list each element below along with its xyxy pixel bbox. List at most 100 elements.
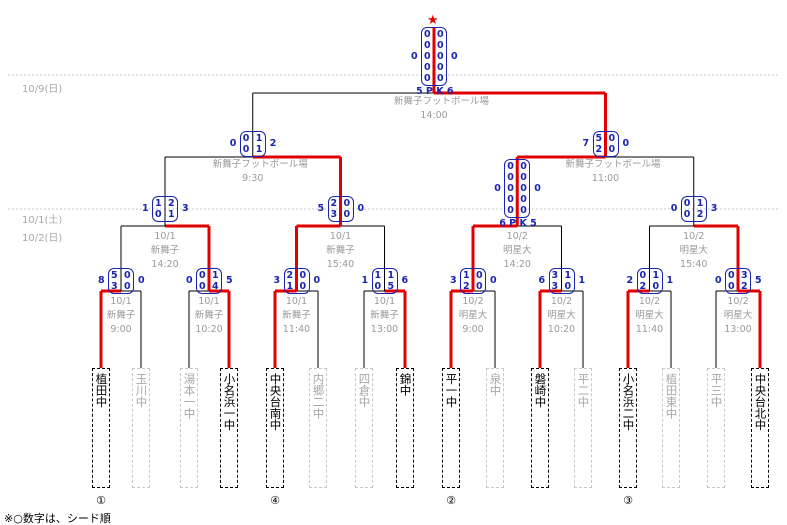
team-name: 平二中: [576, 373, 591, 408]
match-time: 14:20: [503, 259, 531, 270]
match-info: 10/1 新舞子 14:20: [125, 230, 205, 272]
period-score-left: 0: [424, 51, 431, 62]
period-score-left: 0: [507, 205, 514, 216]
match-date: 10/2: [638, 296, 661, 307]
team-name: 四倉中: [357, 373, 372, 408]
period-score-left: 0: [199, 281, 206, 292]
match-date: 10/1: [154, 231, 176, 242]
period-score-right: 1: [212, 270, 219, 281]
period-score-right: 0: [608, 144, 616, 155]
score-bracket: [592, 131, 619, 157]
match-time: 13:00: [370, 324, 399, 335]
total-score-left: 1: [361, 275, 369, 286]
match-venue: 明星大: [723, 310, 753, 321]
total-score-left: 0: [411, 50, 418, 62]
team-name: 植田中: [94, 373, 109, 408]
score-bracket: [460, 268, 486, 294]
team-name: 内郷二中: [311, 373, 326, 419]
period-score-left: 1: [374, 270, 382, 281]
team-box: 中央台北中: [751, 368, 769, 488]
team-box: 平二中: [574, 368, 592, 488]
period-score-right: 0: [124, 270, 131, 281]
match-date: 10/2: [462, 296, 484, 307]
period-score-right: 0: [343, 198, 351, 209]
match-date: 10/1: [285, 296, 308, 307]
period-score-left: 0: [424, 73, 431, 84]
team-box: 湯本一中: [180, 368, 198, 488]
team-name: 平一中: [444, 373, 459, 408]
total-score-left: 0: [670, 203, 678, 214]
match-info: 10/2 明星大 11:40: [610, 295, 690, 337]
period-score-left: 2: [639, 281, 647, 292]
period-score-right: 0: [343, 209, 351, 220]
team-box: 錦中: [396, 368, 414, 488]
total-score-left: 0: [186, 275, 193, 286]
total-score-left: 2: [626, 275, 634, 286]
match-venue: 新舞子: [150, 245, 180, 256]
period-score-left: 2: [463, 281, 470, 292]
period-score-left: 3: [551, 270, 559, 281]
team-name: 玉川中: [134, 373, 149, 408]
pk-score: 6 P K 5: [499, 218, 537, 229]
seed-mark: ②: [446, 494, 456, 507]
match-time: 11:40: [635, 324, 664, 335]
period-score-right: 0: [437, 29, 444, 40]
total-score-right: 0: [451, 50, 458, 62]
period-score-right: 5: [387, 281, 395, 292]
period-score-left: 0: [507, 172, 514, 183]
team-name: 錦中: [398, 373, 413, 396]
seed-mark: ③: [623, 494, 633, 507]
match-date: 10/1: [110, 296, 132, 307]
period-score-right: 0: [652, 281, 660, 292]
period-score-left: 5: [111, 270, 118, 281]
match-time: 11:00: [591, 173, 620, 184]
match-time: 15:40: [326, 259, 355, 270]
match-venue: 新舞子: [194, 310, 224, 321]
score-bracket: [108, 268, 134, 294]
score-bracket: [239, 131, 266, 157]
final-pk-score: 5 P K 6: [416, 86, 454, 97]
score-bracket: [196, 268, 222, 294]
match-venue: 明星大: [502, 245, 532, 256]
team-box: 植田東中: [662, 368, 680, 488]
match-date: 10/2: [683, 231, 705, 242]
match-venue: 新舞子: [326, 245, 355, 256]
match-venue: 明星大: [458, 310, 488, 321]
team-name: 平三中: [709, 373, 724, 408]
period-score-left: 3: [551, 281, 559, 292]
total-score-left: 0: [715, 275, 722, 286]
period-score-right: 0: [476, 270, 483, 281]
period-score-left: 0: [507, 161, 514, 172]
score-bracket: [283, 268, 310, 294]
match-time: 14:20: [151, 259, 179, 270]
score-bracket: [152, 196, 178, 222]
score-bracket: [636, 268, 663, 294]
period-score-right: 1: [168, 209, 175, 220]
total-score-right: 5: [755, 275, 762, 286]
period-score-right: 0: [608, 133, 616, 144]
period-score-right: 2: [168, 198, 175, 209]
period-score-left: 0: [683, 209, 691, 220]
total-score-left: 0: [229, 138, 237, 149]
match-venue: 新舞子フットボール場: [212, 159, 308, 170]
period-score-right: 0: [520, 183, 527, 194]
total-score-right: 0: [490, 275, 497, 286]
match-venue: 新舞子フットボール場: [394, 96, 490, 107]
period-score-left: 1: [155, 198, 162, 209]
match-venue: 明星大: [635, 310, 664, 321]
period-score-right: 1: [696, 198, 704, 209]
match-venue: 明星大: [547, 310, 576, 321]
period-score-right: 0: [520, 194, 527, 205]
score-bracket: [725, 268, 751, 294]
match-time: 10:20: [547, 324, 576, 335]
period-score-left: 0: [199, 270, 206, 281]
total-score-right: 0: [357, 203, 365, 214]
seed-mark: ①: [96, 494, 106, 507]
team-box: 内郷二中: [309, 368, 327, 488]
period-score-right: 1: [564, 270, 572, 281]
